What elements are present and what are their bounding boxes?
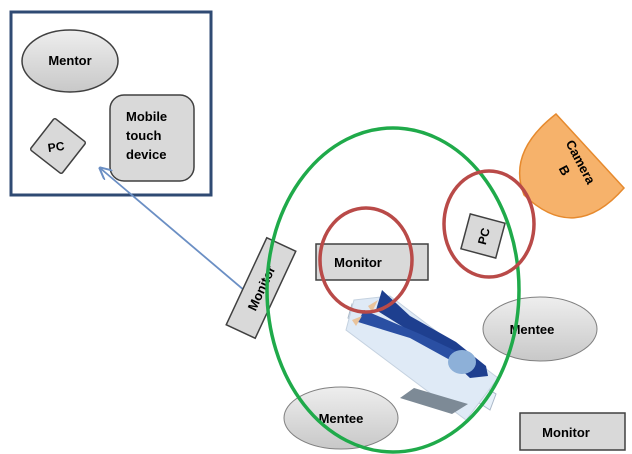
monitor-bottom-right-box — [519, 412, 626, 451]
camera-b-shape — [518, 112, 626, 219]
device-label-line-2: touch — [126, 128, 161, 143]
patient-on-table — [345, 290, 499, 421]
device-label-line-1: Mobile — [126, 109, 167, 124]
remote-site-panel: Mentor PC Mobile touch device — [9, 10, 213, 197]
or-pc-label: PC — [475, 226, 493, 246]
device-label-line-3: device — [126, 147, 166, 162]
mentee-right-label: Mentee — [510, 322, 555, 337]
mentee-bottom-label: Mentee — [319, 411, 364, 426]
mentor-oval — [21, 29, 119, 93]
remote-link-arrow — [100, 168, 258, 302]
green-coverage-zone — [265, 126, 521, 454]
remote-pc-label: PC — [47, 139, 66, 155]
monitor-left-box — [225, 236, 297, 340]
red-zone-center — [318, 206, 414, 314]
or-pc-box — [460, 213, 506, 259]
red-zone-pc — [442, 169, 536, 279]
mentee-bottom-oval — [283, 386, 399, 450]
monitor-bottom-right-label: Monitor — [542, 425, 590, 440]
remote-pc-box — [29, 117, 87, 175]
operating-room: Camera B Monitor Monitor PC M — [225, 112, 626, 454]
monitor-center-label: Monitor — [334, 255, 382, 270]
mentor-label: Mentor — [48, 53, 91, 68]
